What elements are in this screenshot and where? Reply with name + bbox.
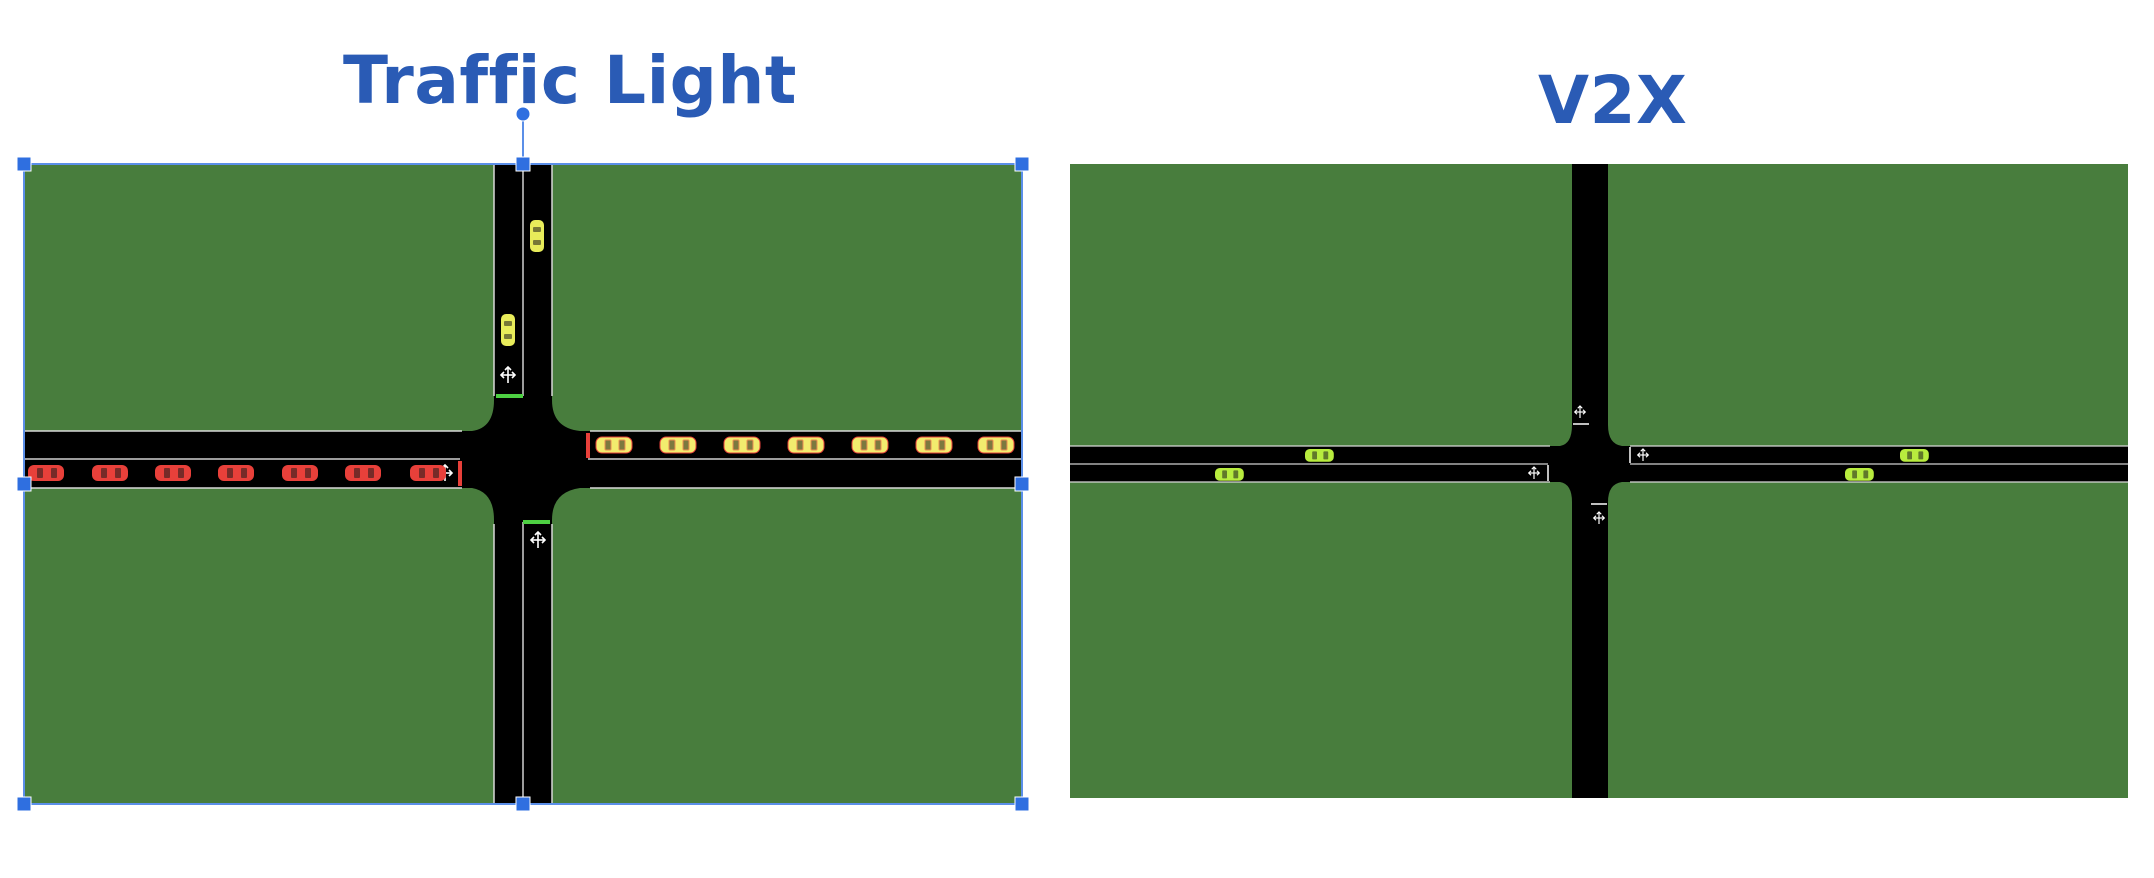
car-icon <box>155 465 191 481</box>
selection-handle-icon[interactable] <box>1014 476 1030 492</box>
rotate-handle-icon[interactable] <box>515 106 531 122</box>
selection-handle-icon[interactable] <box>1014 796 1030 812</box>
selection-handle-icon[interactable] <box>515 156 531 172</box>
v2x-intersection <box>1070 164 2128 798</box>
car-icon <box>1900 449 1929 462</box>
traffic-light-title: Traffic Light <box>343 42 797 119</box>
selection-handle-icon[interactable] <box>16 476 32 492</box>
selection-handle-icon[interactable] <box>16 796 32 812</box>
car-icon <box>787 436 825 454</box>
car-icon <box>282 465 318 481</box>
car-icon <box>345 465 381 481</box>
car-icon <box>723 436 761 454</box>
car-icon <box>851 436 889 454</box>
car-icon <box>595 436 633 454</box>
v2x-title: V2X <box>1538 62 1688 139</box>
car-icon <box>659 436 697 454</box>
car-icon <box>410 465 446 481</box>
selection-frame[interactable] <box>16 106 1030 812</box>
car-icon <box>915 436 953 454</box>
selection-handle-icon[interactable] <box>16 156 32 172</box>
car-icon <box>501 314 515 346</box>
car-icon <box>530 220 544 252</box>
intersection-box <box>472 400 580 520</box>
car-icon <box>218 465 254 481</box>
car-icon <box>1215 468 1244 481</box>
selection-handle-icon[interactable] <box>515 796 531 812</box>
car-icon <box>1845 468 1874 481</box>
traffic-light-intersection <box>24 164 1022 804</box>
car-icon <box>977 436 1015 454</box>
car-icon <box>92 465 128 481</box>
selection-handle-icon[interactable] <box>1014 156 1030 172</box>
car-icon <box>28 465 64 481</box>
intersection-box <box>1560 425 1622 502</box>
car-icon <box>1305 449 1334 462</box>
